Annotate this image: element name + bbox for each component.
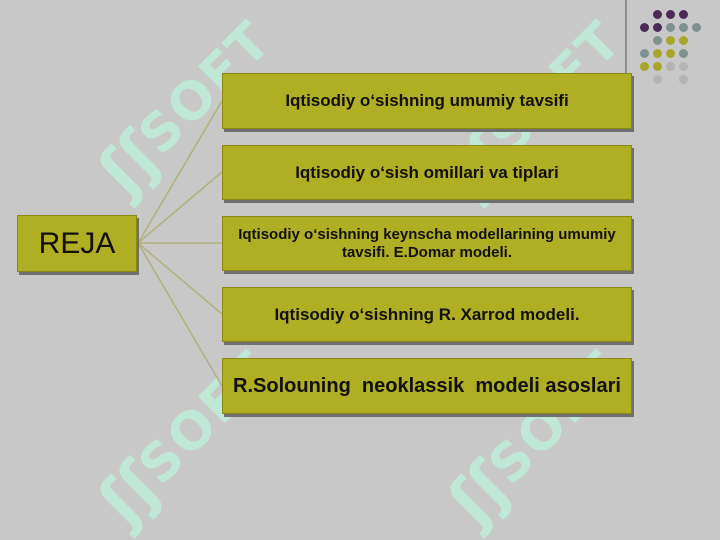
plan-item-label: Iqtisodiy o‘sishning umumiy tavsifi <box>285 91 569 111</box>
plan-item-2: Iqtisodiy o‘sish omillari va tiplari <box>222 145 632 200</box>
connector-line <box>137 100 223 244</box>
decorative-dot <box>653 23 662 32</box>
plan-item-label: Iqtisodiy o‘sishning keynscha modellarin… <box>238 226 616 261</box>
plan-item-3: Iqtisodiy o‘sishning keynscha modellarin… <box>222 216 632 271</box>
plan-item-4: Iqtisodiy o‘sishning R. Xarrod modeli. <box>222 287 632 342</box>
decorative-dot <box>679 62 688 71</box>
decorative-dot <box>653 10 662 19</box>
decorative-dot <box>653 49 662 58</box>
decorative-dot <box>653 36 662 45</box>
decorative-dot <box>666 10 675 19</box>
plan-item-label: R.Solouning neoklassik modeli asoslari <box>233 374 621 397</box>
decorative-dot-grid <box>640 10 710 120</box>
decorative-dot <box>666 23 675 32</box>
decorative-dot <box>679 36 688 45</box>
decorative-dot <box>679 75 688 84</box>
decorative-dot <box>666 62 675 71</box>
plan-item-label: Iqtisodiy o‘sishning R. Xarrod modeli. <box>274 304 580 324</box>
decorative-dot <box>653 62 662 71</box>
decorative-dot <box>666 49 675 58</box>
decorative-dot <box>679 10 688 19</box>
decorative-dot <box>653 75 662 84</box>
decorative-dot <box>640 23 649 32</box>
plan-item-5: R.Solouning neoklassik modeli asoslari <box>222 358 632 414</box>
decorative-divider <box>625 0 627 130</box>
plan-item-label: Iqtisodiy o‘sish omillari va tiplari <box>295 162 559 182</box>
decorative-dot <box>679 49 688 58</box>
connector-line <box>137 242 223 315</box>
decorative-dot <box>679 23 688 32</box>
connector-line <box>137 171 223 244</box>
root-node-label: REJA <box>38 226 116 260</box>
connector-line <box>137 242 223 387</box>
decorative-dot <box>640 49 649 58</box>
decorative-dot <box>692 23 701 32</box>
plan-item-1: Iqtisodiy o‘sishning umumiy tavsifi <box>222 73 632 129</box>
decorative-dot <box>666 36 675 45</box>
decorative-dot <box>640 62 649 71</box>
root-node-reja: REJA <box>17 215 137 272</box>
